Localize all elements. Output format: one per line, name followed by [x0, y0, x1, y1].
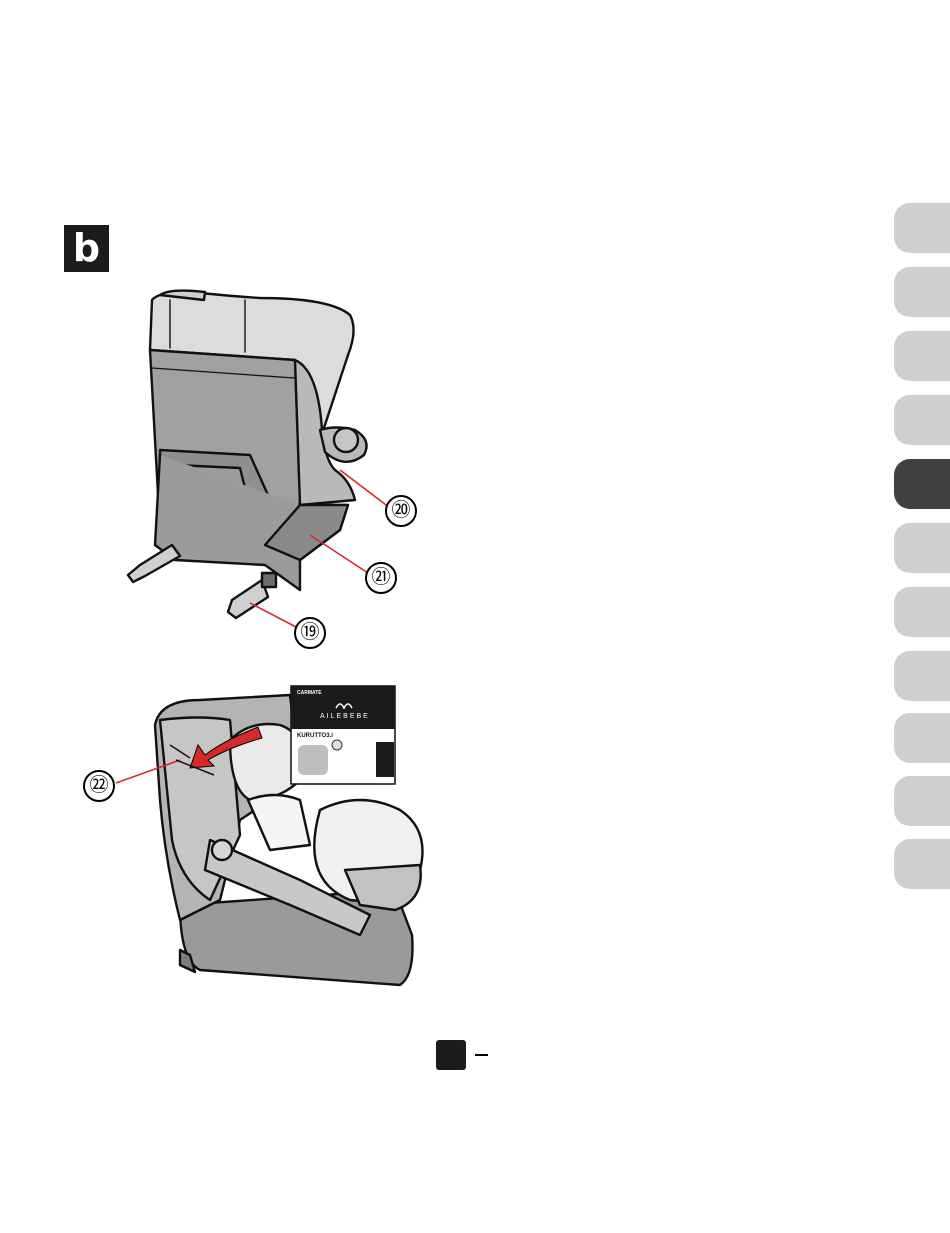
page-number-box [436, 1040, 466, 1070]
side-tab-8[interactable] [894, 651, 950, 701]
label-box-maker: CARMATE [297, 690, 322, 696]
side-tab-4[interactable] [894, 395, 950, 445]
side-tab-11[interactable] [894, 839, 950, 889]
side-tab-7[interactable] [894, 587, 950, 637]
label-box-model: KURUTTO3.i [297, 733, 333, 739]
side-tab-5-active[interactable] [894, 459, 950, 509]
side-tab-2[interactable] [894, 267, 950, 317]
callout-20: ⑳ [385, 495, 417, 527]
side-tab-9[interactable] [894, 713, 950, 763]
label-box-brand: AILEBEBE [320, 713, 370, 720]
callout-21: ㉑ [365, 562, 397, 594]
side-tab-10[interactable] [894, 776, 950, 826]
callout-22: ㉒ [83, 770, 115, 802]
callout-19: ⑲ [294, 617, 326, 649]
page-dash [475, 1054, 488, 1056]
side-tab-1[interactable] [894, 203, 950, 253]
side-tab-3[interactable] [894, 331, 950, 381]
side-tab-6[interactable] [894, 523, 950, 573]
